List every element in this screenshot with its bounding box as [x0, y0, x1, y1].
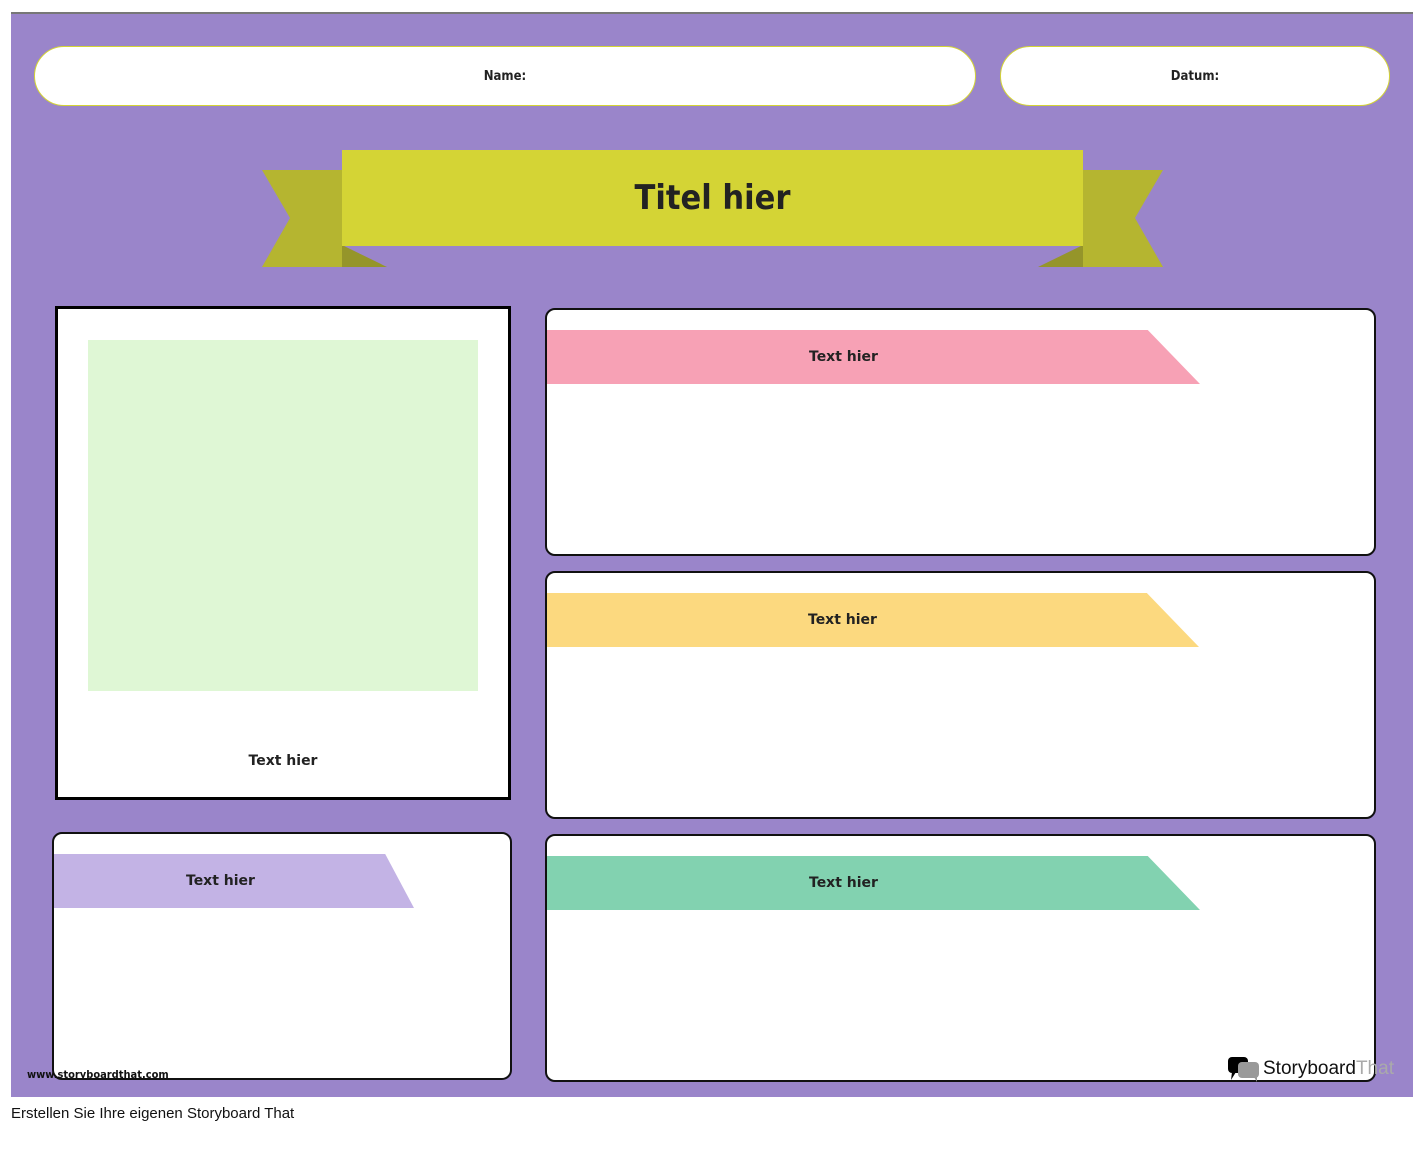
panel-2-ribbon: Text hier — [547, 593, 1199, 647]
panel-3-ribbon: Text hier — [54, 854, 414, 908]
logo-text-storyboard: Storyboard — [1263, 1058, 1356, 1079]
image-caption[interactable]: Text hier — [248, 753, 318, 769]
website-url[interactable]: www.storyboardthat.com — [27, 1068, 169, 1081]
panel-3-label[interactable]: Text hier — [186, 873, 255, 889]
page-title[interactable]: Titel hier — [634, 178, 791, 218]
panel-4-ribbon: Text hier — [547, 856, 1200, 910]
speech-bubbles-icon — [1228, 1057, 1259, 1082]
date-label: Datum: — [1170, 68, 1220, 84]
title-banner — [262, 150, 1163, 267]
footer-caption[interactable]: Erstellen Sie Ihre eigenen Storyboard Th… — [11, 1105, 295, 1122]
panel-1-label[interactable]: Text hier — [809, 349, 878, 365]
date-field[interactable]: Datum: — [1000, 46, 1390, 106]
name-label: Name: — [483, 68, 527, 84]
panel-4-label[interactable]: Text hier — [809, 875, 878, 891]
panel-1-ribbon: Text hier — [547, 330, 1200, 384]
panel-2-label[interactable]: Text hier — [808, 612, 877, 628]
image-panel: Text hier — [55, 306, 511, 800]
logo-text-that: That — [1355, 1058, 1394, 1079]
image-placeholder[interactable] — [88, 340, 478, 691]
name-field[interactable]: Name: — [34, 46, 976, 106]
